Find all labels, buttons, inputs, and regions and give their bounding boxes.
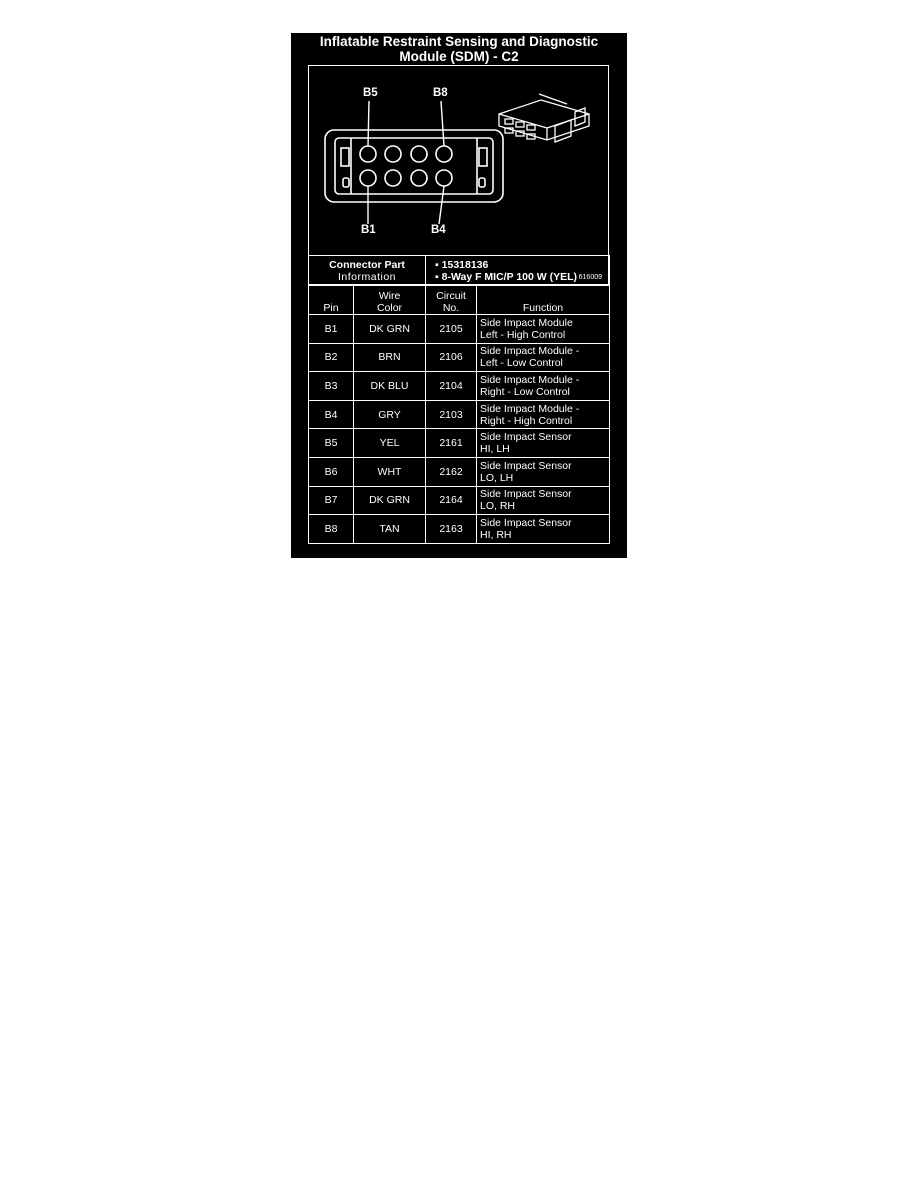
title-line-1: Inflatable Restraint Sensing and Diagnos… [319, 34, 599, 49]
cavity-b6 [384, 145, 402, 163]
cavity-b1 [359, 169, 377, 187]
label-b1: B1 [361, 224, 376, 236]
connector-diagram: B5 B8 B1 B4 616009 [308, 65, 609, 285]
function-cell: Side Impact Module -Left - Low Control [476, 342, 610, 373]
table-row: B3 DK BLU 2104 Side Impact Module -Right… [308, 371, 610, 401]
circuit-cell: 2162 [425, 456, 477, 487]
function-cell: Side Impact Module -Right - Low Control [476, 371, 610, 401]
pin-cell: B7 [308, 485, 354, 516]
circuit-cell: 2105 [425, 314, 477, 344]
connector-info-values: ▪ 15318136 ▪ 8-Way F MIC/P 100 W (YEL) [425, 255, 610, 286]
connector-info-row: Connector Part Information ▪ 15318136 ▪ … [308, 255, 610, 286]
circuit-cell: 2104 [425, 371, 477, 401]
part-number: 15318136 [441, 258, 489, 271]
circuit-cell: 2106 [425, 342, 477, 373]
connector-info-label-2: Information [337, 270, 397, 283]
pin-cell: B1 [308, 314, 354, 344]
pin-cell: B6 [308, 456, 354, 487]
pin-cell: B2 [308, 342, 354, 373]
circuit-cell: 2163 [425, 514, 477, 544]
cavity-b4 [435, 169, 453, 187]
pin-cell: B4 [308, 399, 354, 430]
pin-cell: B5 [308, 428, 354, 458]
wire-color-cell: DK GRN [353, 314, 426, 344]
table-row: B4 GRY 2103 Side Impact Module -Right - … [308, 399, 610, 430]
connector-info-label: Connector Part Information [308, 255, 426, 286]
wire-color-cell: TAN [353, 514, 426, 544]
cavity-b8 [435, 145, 453, 163]
left-latch-slot [340, 147, 350, 167]
col-pin: Pin [308, 285, 354, 315]
wire-color-cell: YEL [353, 428, 426, 458]
circuit-cell: 2103 [425, 399, 477, 430]
table-row: B2 BRN 2106 Side Impact Module -Left - L… [308, 342, 610, 373]
right-latch-slot [478, 147, 488, 167]
connector-perspective-icon [498, 93, 590, 143]
connector-info-label-1: Connector Part [329, 258, 405, 271]
diagram-title: Inflatable Restraint Sensing and Diagnos… [291, 34, 627, 64]
wire-color-cell: BRN [353, 342, 426, 373]
cavity-b3 [410, 169, 428, 187]
connector-housing-outer [324, 129, 504, 203]
connector-card: Inflatable Restraint Sensing and Diagnos… [291, 33, 627, 558]
cavity-b7 [410, 145, 428, 163]
pin-cell: B8 [308, 514, 354, 544]
title-line-2: Module (SDM) - C2 [399, 49, 519, 64]
pinout-table: Connector Part Information ▪ 15318136 ▪ … [308, 255, 610, 544]
cavity-b2 [384, 169, 402, 187]
col-function: Function [476, 285, 610, 315]
wire-color-cell: WHT [353, 456, 426, 487]
wire-color-cell: DK GRN [353, 485, 426, 516]
pin-cell: B3 [308, 371, 354, 401]
wire-color-cell: DK BLU [353, 371, 426, 401]
wire-color-cell: GRY [353, 399, 426, 430]
connector-description: 8-Way F MIC/P 100 W (YEL) [441, 270, 577, 283]
connector-housing-inner [334, 137, 494, 195]
circuit-cell: 2161 [425, 428, 477, 458]
label-b4: B4 [431, 224, 446, 236]
connector-face-drawing [324, 93, 590, 225]
circuit-cell: 2164 [425, 485, 477, 516]
function-cell: Side Impact Module -Right - High Control [476, 399, 610, 430]
label-b8: B8 [433, 87, 448, 99]
label-b5: B5 [363, 87, 378, 99]
cavity-b5 [359, 145, 377, 163]
